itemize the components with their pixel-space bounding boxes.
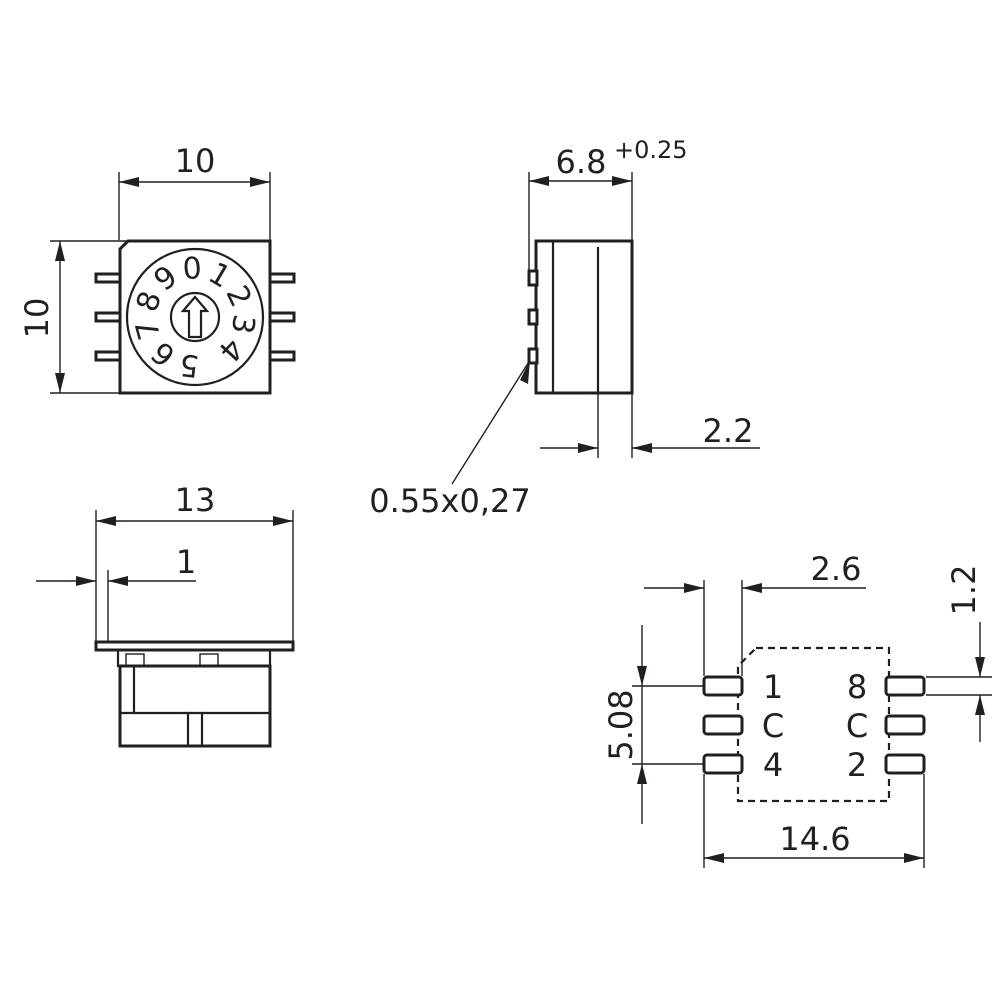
pad — [884, 675, 926, 697]
dial-digit: 0 — [182, 251, 203, 287]
rotor-knob — [169, 291, 221, 343]
footprint-outline — [736, 646, 891, 803]
arrowhead — [904, 853, 924, 863]
switch-body-side — [534, 239, 634, 395]
pad — [702, 714, 744, 736]
arrowhead — [55, 373, 65, 393]
arrowhead — [520, 360, 530, 384]
arrowhead — [637, 666, 647, 686]
dial-digit: 5 — [178, 346, 201, 383]
terminal-strip — [94, 640, 295, 652]
arrowhead — [119, 177, 139, 187]
cover-outline — [116, 648, 272, 668]
dim-front-height: 10 — [18, 298, 56, 339]
pin-label: 2 — [847, 746, 867, 784]
footprint-view: 1 C 4 8 C 2 2.6 1.2 5.08 14.6 — [602, 550, 992, 868]
arrowhead — [684, 583, 704, 593]
arrowhead — [632, 443, 652, 453]
arrowhead — [612, 176, 632, 186]
arrowhead — [975, 695, 985, 715]
dim-front-width: 10 — [175, 142, 216, 180]
dim-bottom-offset: 1 — [176, 543, 196, 581]
switch-body-front — [118, 239, 272, 395]
arrowhead — [529, 176, 549, 186]
dim-fp-width: 14.6 — [779, 820, 850, 858]
arrowhead — [578, 443, 598, 453]
side-view: 6.8 +0.25 2.2 0.55x0,27 — [369, 136, 760, 520]
pin-label: 1 — [763, 668, 783, 706]
arrowhead — [975, 657, 985, 677]
leader-line — [451, 359, 531, 485]
pad — [702, 675, 744, 697]
arrowhead — [108, 576, 128, 586]
pin-label: C — [762, 707, 784, 745]
dim-fp-span-y: 5.08 — [602, 689, 640, 760]
pin-label: 8 — [847, 668, 867, 706]
dim-bottom-width: 13 — [175, 481, 216, 519]
dim-pin-size: 0.55x0,27 — [369, 482, 530, 520]
arrowhead — [76, 576, 96, 586]
pin-label: 4 — [763, 746, 783, 784]
dim-side-tolerance: +0.25 — [614, 136, 688, 164]
bottom-view: 13 1 — [36, 481, 295, 748]
arrow-icon — [180, 295, 210, 339]
pin — [527, 269, 539, 287]
terminal-tab — [125, 653, 145, 667]
arrowhead — [55, 241, 65, 261]
terminal-tab — [199, 653, 219, 667]
dim-side-depth: 6.8 — [556, 143, 607, 181]
dim-side-step: 2.2 — [703, 412, 754, 450]
arrowhead — [742, 583, 762, 593]
pin — [527, 308, 539, 326]
switch-body-bottom — [118, 664, 272, 748]
arrowhead — [704, 853, 724, 863]
arrowhead — [637, 764, 647, 784]
dim-fp-pitch-x: 2.6 — [811, 550, 862, 588]
pin — [527, 347, 539, 365]
dial-ring — [125, 247, 265, 387]
arrowhead — [273, 516, 293, 526]
pad — [702, 753, 744, 775]
arrowhead — [250, 177, 270, 187]
arrowhead — [96, 516, 116, 526]
dim-fp-pad-height: 1.2 — [945, 565, 983, 616]
pad — [884, 753, 926, 775]
pin-label: C — [846, 707, 868, 745]
pad — [884, 714, 926, 736]
